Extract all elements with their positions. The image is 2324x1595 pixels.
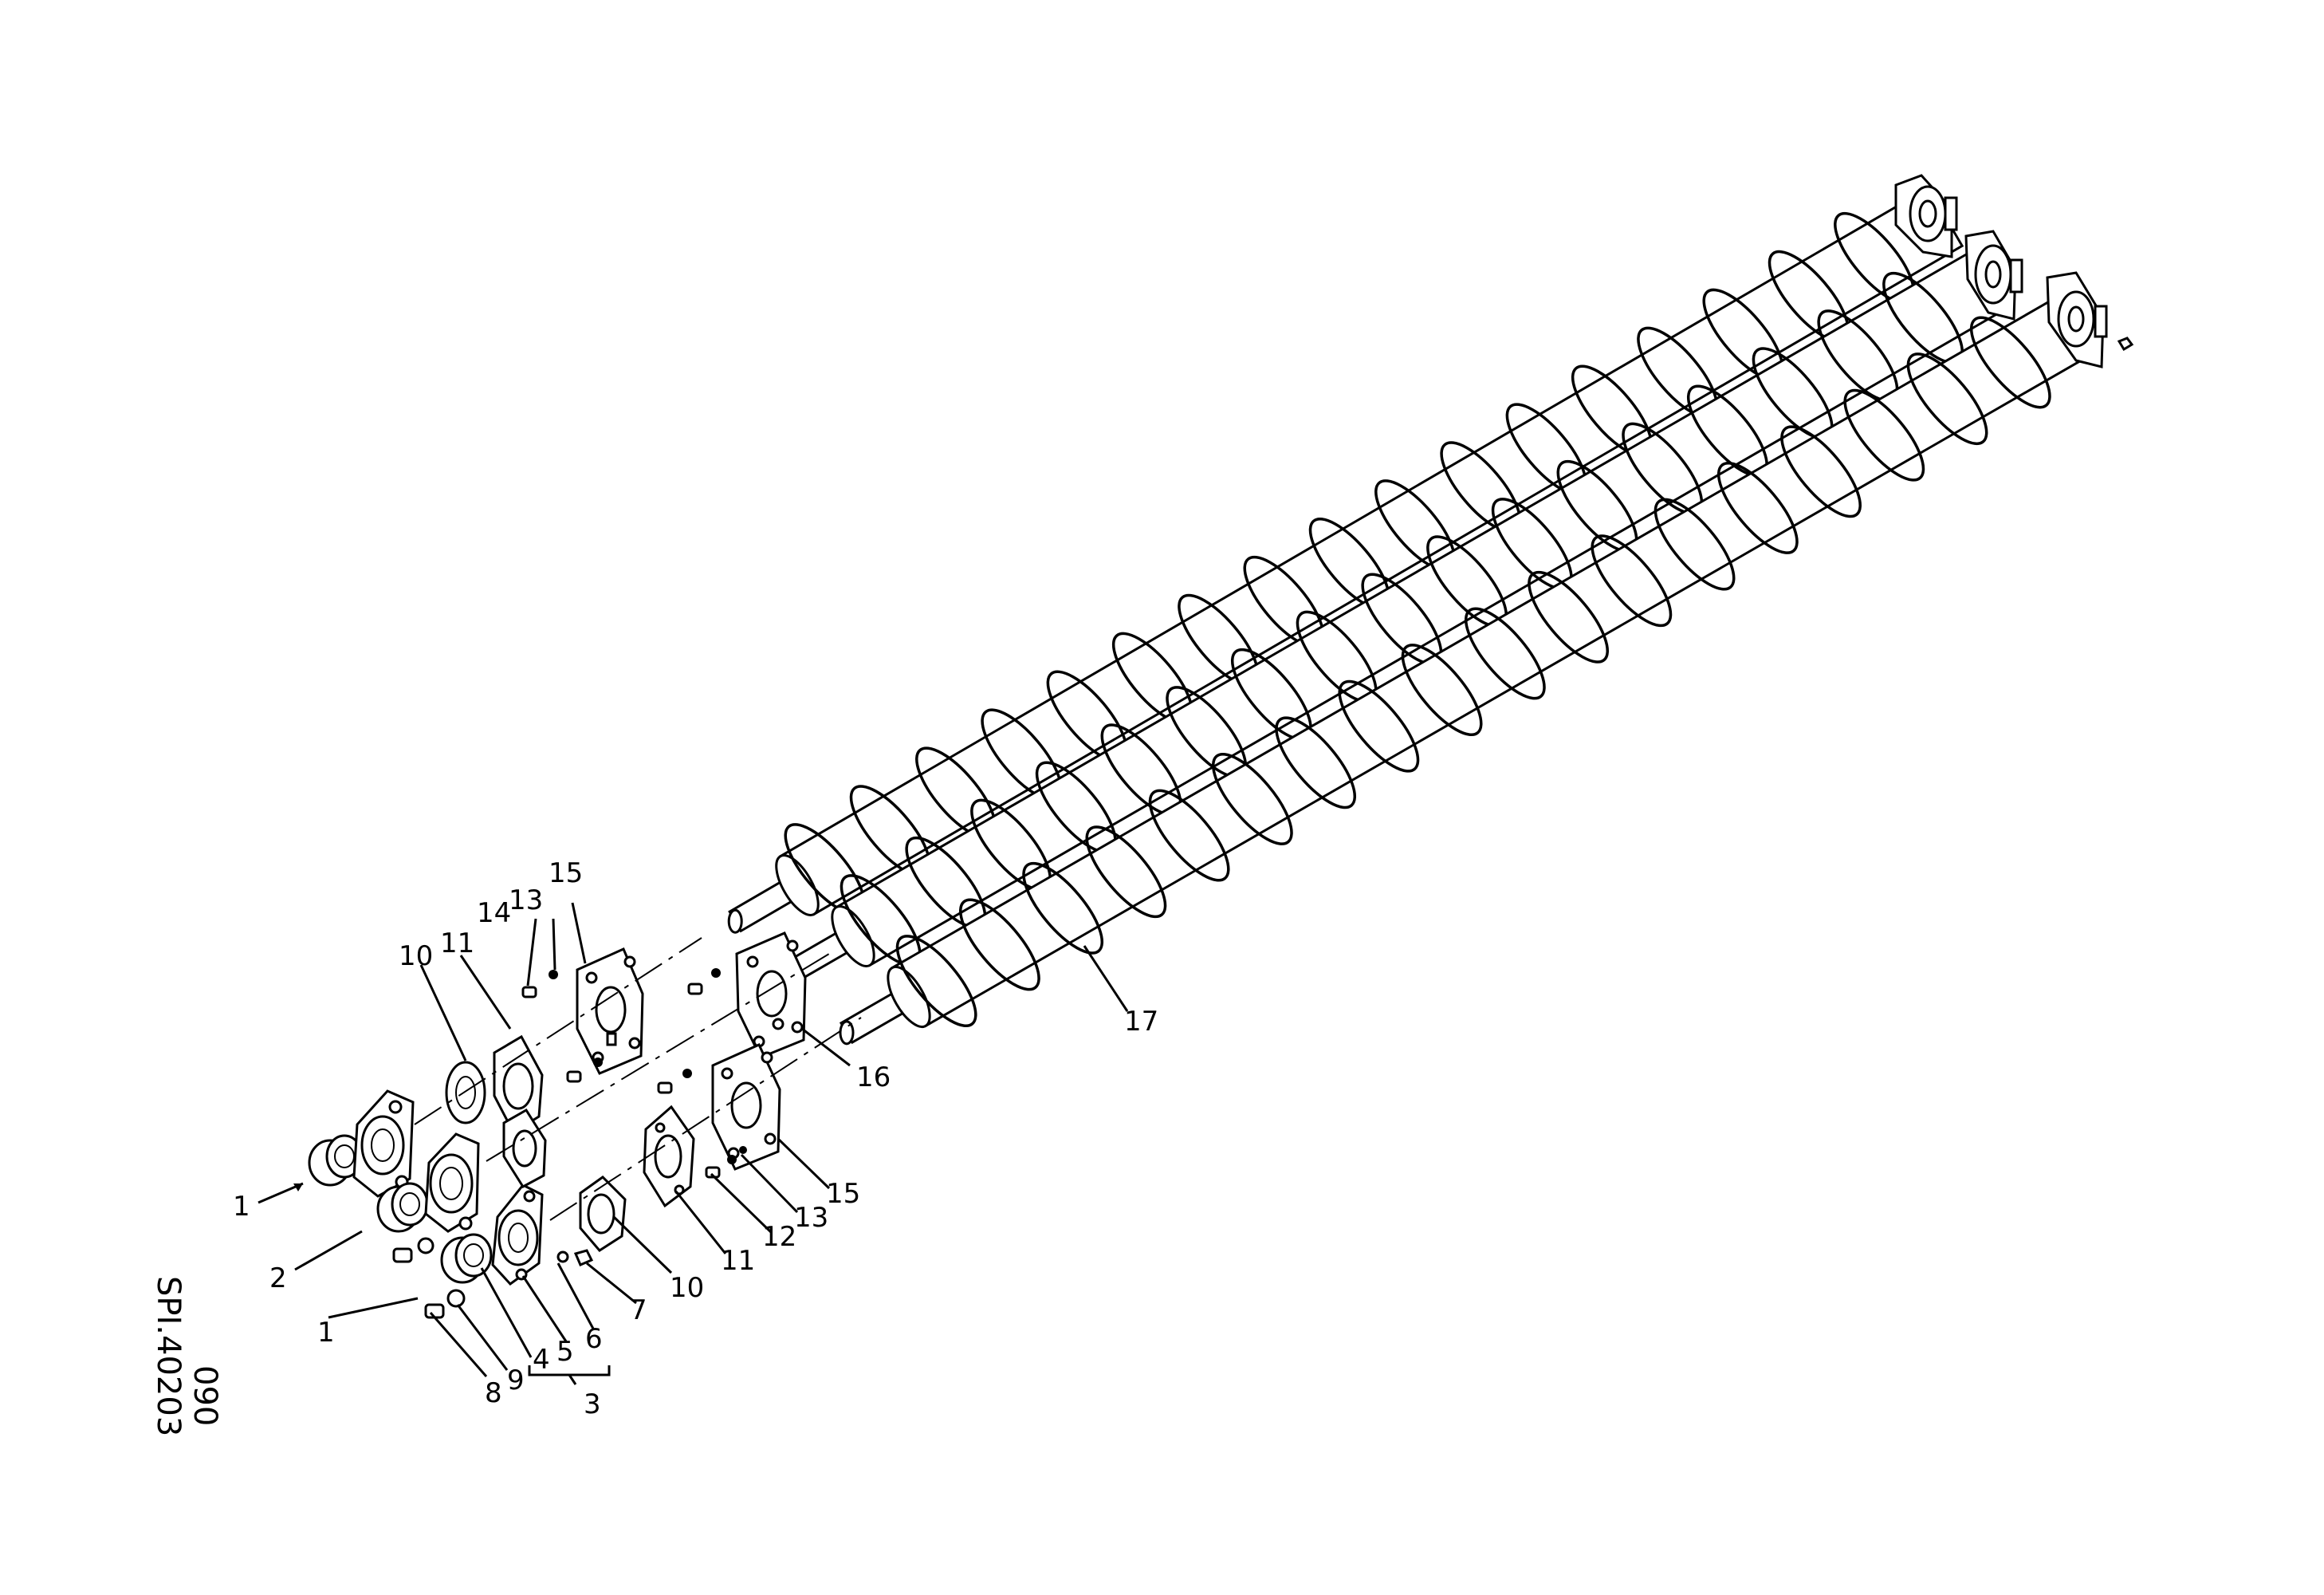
callout-5: 5 — [556, 1336, 574, 1368]
auger-screw — [783, 246, 2012, 985]
callout-1a: 1 — [233, 1191, 250, 1223]
flange-housing-lower — [491, 1183, 544, 1286]
auger-flight — [1906, 352, 1988, 446]
seal-ring-upper — [445, 1061, 486, 1124]
gasket-plate-lower — [643, 1105, 695, 1208]
callout-8: 8 — [485, 1377, 502, 1409]
auger-tube-end — [775, 854, 820, 916]
bolt-upper — [392, 1237, 435, 1263]
callout-7: 7 — [630, 1294, 647, 1326]
callout-1b: 1 — [317, 1317, 335, 1349]
grease-nipple — [556, 1249, 594, 1266]
auger-flight — [895, 935, 977, 1028]
gear-drive-bottom — [2046, 271, 2108, 368]
callout-17: 17 — [1124, 1006, 1158, 1038]
auger-flight — [1464, 607, 1546, 700]
auger-flight — [1022, 861, 1104, 955]
bearing-insert-middle — [376, 1182, 429, 1233]
auger-screw — [839, 293, 2097, 1046]
drawing-code: SPI.40203 090 — [150, 1276, 223, 1436]
auger-flight — [1654, 498, 1736, 591]
bolt-lower — [424, 1289, 466, 1319]
auger-flight — [959, 898, 1040, 991]
drawing-code-main: SPI.40203 — [150, 1276, 187, 1436]
auger-flight — [1716, 461, 1799, 554]
gasket-plate-upper — [493, 1034, 544, 1135]
callout-4: 4 — [533, 1344, 550, 1376]
auger-screw — [727, 186, 1964, 934]
callout-14: 14 — [477, 897, 511, 929]
callout-11a: 11 — [440, 927, 474, 959]
end-nut — [2117, 337, 2134, 352]
auger-flight — [1969, 316, 2051, 409]
callout-2: 2 — [269, 1262, 287, 1294]
callout-13b: 13 — [794, 1202, 828, 1234]
auger-flight — [1780, 425, 1862, 518]
callout-6: 6 — [585, 1323, 603, 1355]
end-plate-middle — [735, 931, 807, 1059]
auger-flight — [1211, 752, 1293, 845]
callout-10b: 10 — [670, 1272, 704, 1304]
auger-flight — [1401, 644, 1483, 737]
auger-shaft-end — [727, 908, 743, 934]
leader-lines — [258, 902, 1129, 1385]
auger-flight — [1148, 789, 1230, 882]
gear-drive-top — [1894, 174, 1958, 258]
auger-flight — [1843, 388, 1925, 482]
bearing-insert-lower — [440, 1233, 493, 1284]
callout-3: 3 — [584, 1388, 601, 1420]
auger-flight — [1591, 534, 1673, 628]
callout-15b: 15 — [826, 1178, 860, 1210]
callout-12: 12 — [762, 1221, 796, 1253]
small-screws — [521, 968, 747, 1179]
auger-flight — [1275, 716, 1357, 809]
callout-16: 16 — [856, 1061, 891, 1093]
drawing-code-sub: 090 — [187, 1365, 223, 1426]
auger-flight — [1085, 825, 1167, 919]
callout-11b: 11 — [721, 1245, 755, 1277]
flange-housing-middle — [424, 1132, 480, 1233]
auger-flight — [1528, 570, 1610, 664]
seal-ring-lower — [579, 1176, 627, 1252]
auger-shaft-end — [839, 1020, 855, 1046]
gasket-plate-middle — [502, 1108, 547, 1188]
callout-15a: 15 — [549, 857, 583, 889]
bearing-parts — [308, 931, 862, 1319]
auger-tube-end — [887, 966, 931, 1028]
auger-tube-end — [831, 905, 875, 967]
gear-drive-middle — [1964, 230, 2023, 321]
auger-flight — [1338, 679, 1420, 773]
flange-housing-upper — [352, 1089, 415, 1198]
callout-13a: 13 — [509, 884, 543, 916]
auger-tube — [890, 293, 2097, 1028]
bearing-insert-upper — [308, 1134, 364, 1187]
callout-9: 9 — [507, 1365, 525, 1396]
callout-10a: 10 — [399, 940, 433, 972]
auger-screws-group — [727, 186, 2097, 1046]
callout-labels: 1 2 1 3 4 5 6 7 8 9 10 10 11 11 12 13 13… — [233, 857, 1158, 1420]
axis-lines — [414, 937, 862, 1221]
end-plate-upper — [576, 947, 644, 1075]
